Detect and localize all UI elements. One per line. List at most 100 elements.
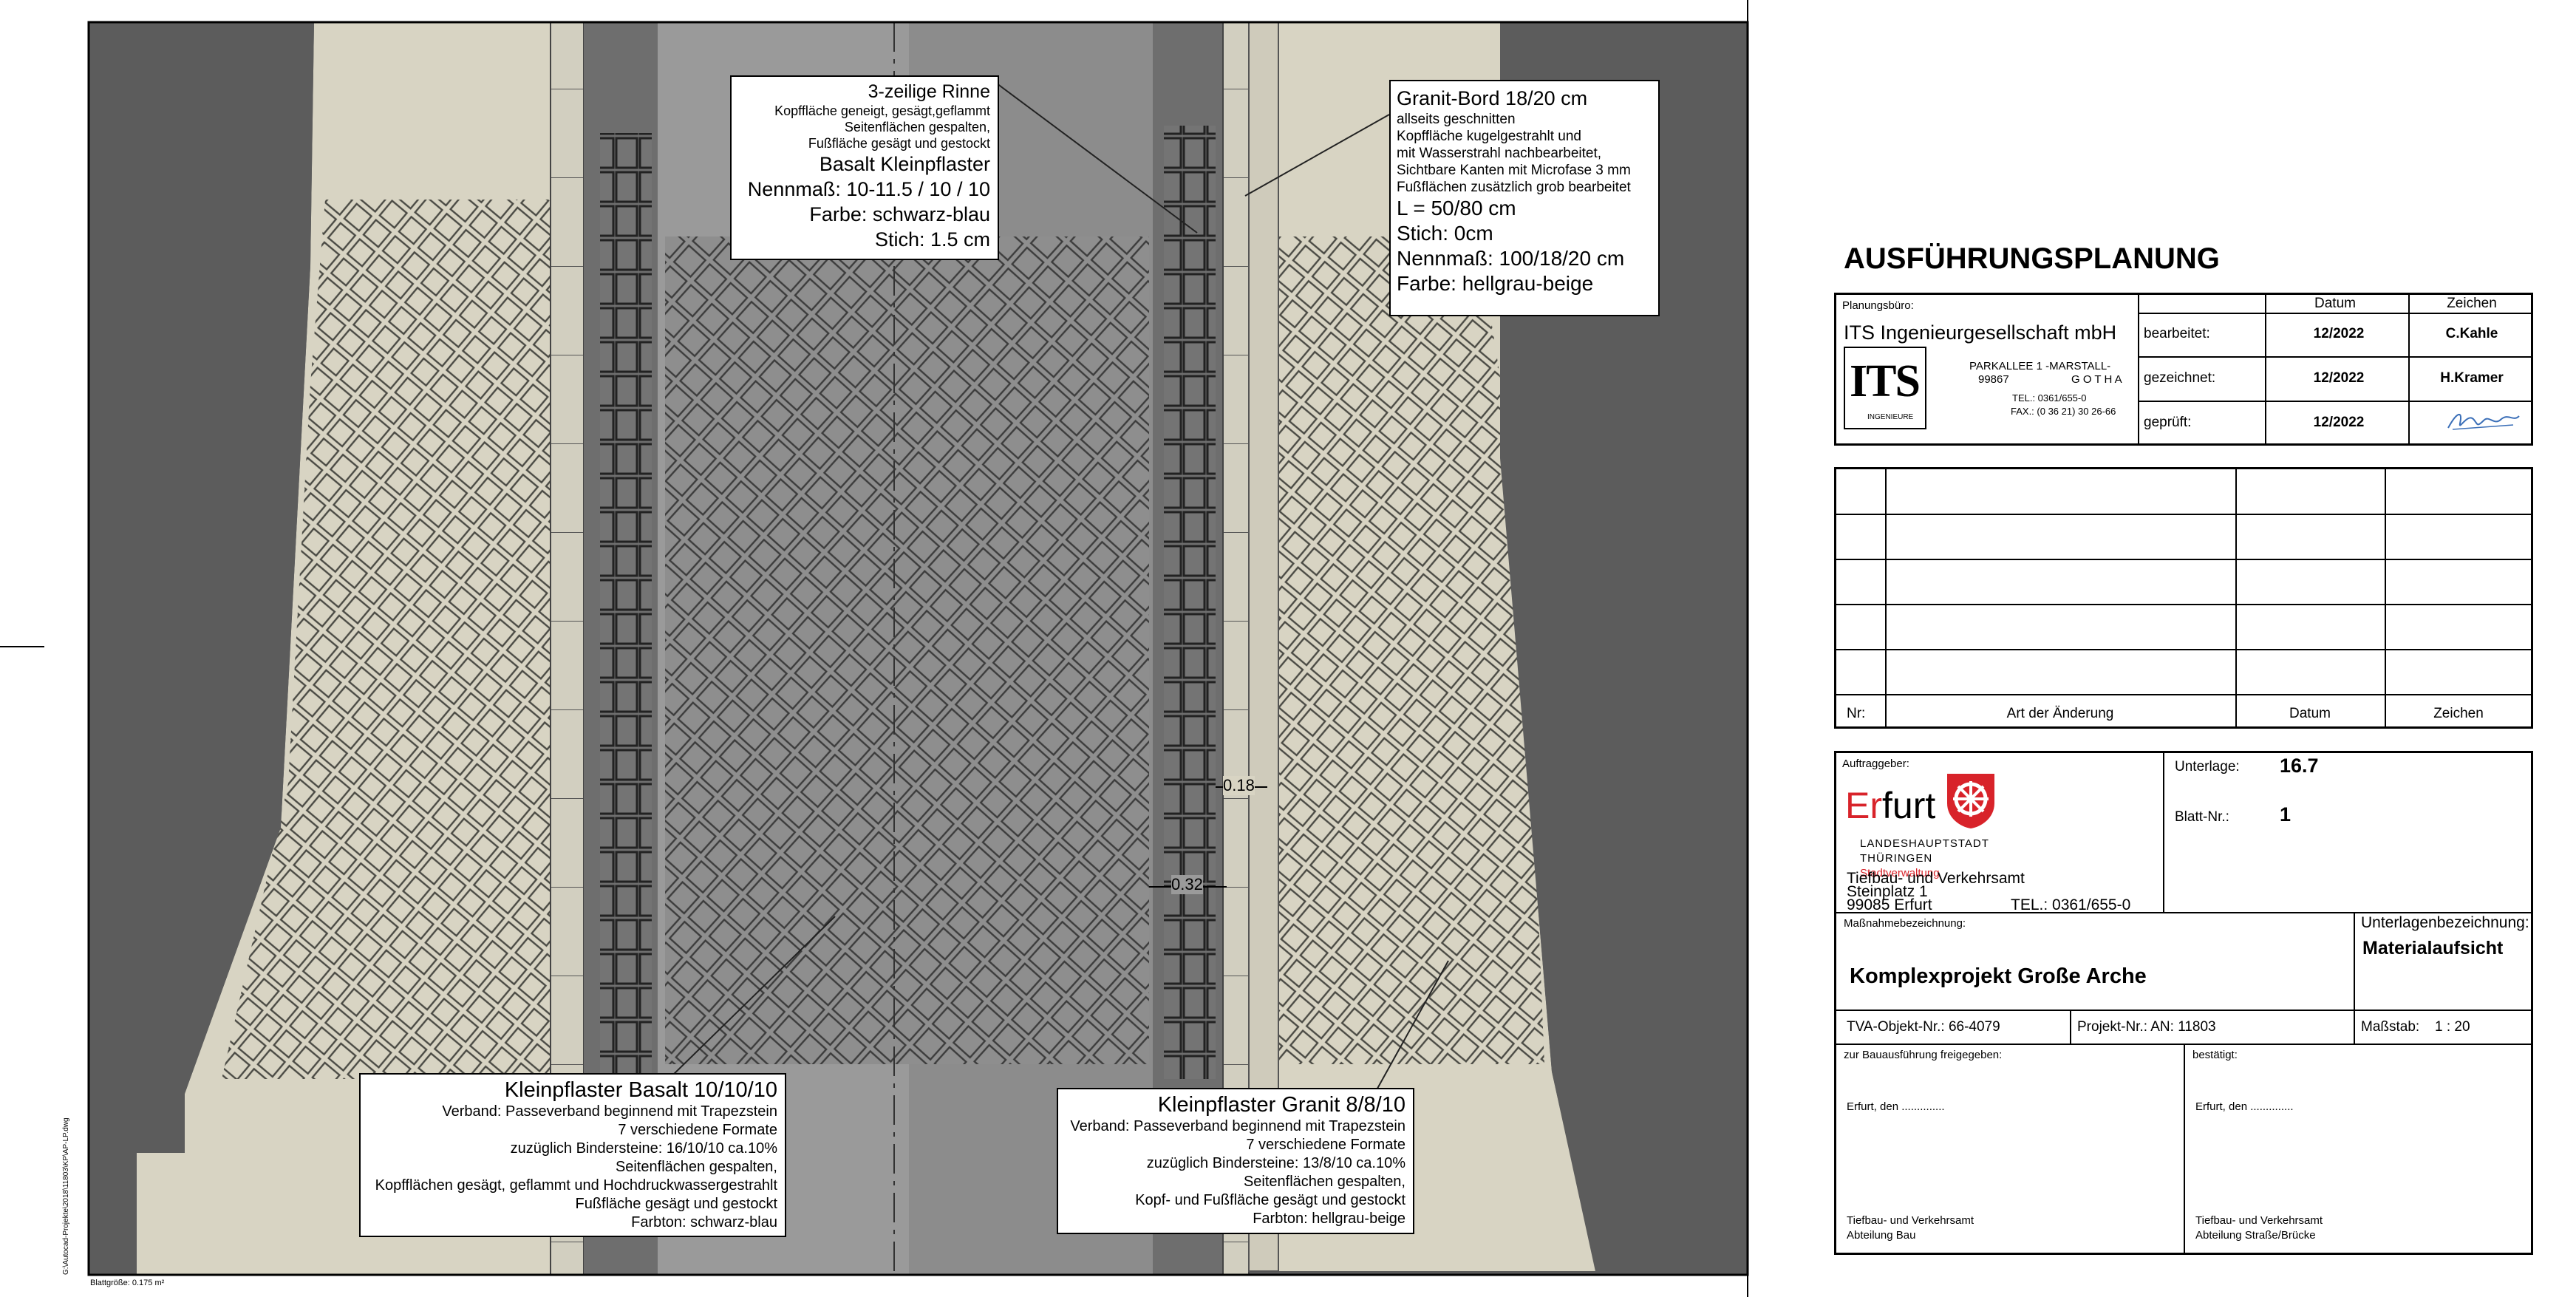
changes-zeichen-header: Zeichen — [2433, 706, 2484, 721]
col-zeichen-header: Zeichen — [2447, 296, 2497, 311]
callout-granit-title: Kleinpflaster Granit 8/8/10 — [1157, 1093, 1405, 1117]
row-label: gezeichnet: — [2144, 370, 2216, 386]
file-path: G:\Autocad-Projekte\2018\11803\KP\AP-LP.… — [62, 1117, 70, 1275]
left-pavers — [222, 200, 562, 1079]
planungsbuero-block: Planungsbüro: ITS Ingenieurgesellschaft … — [1834, 293, 2533, 446]
erfurt-logo: Erfurt LANDESHAUPTSTADT THÜRINGEN Stadtv… — [1844, 771, 2139, 882]
callout-bord-stich: Stich: 0cm — [1397, 222, 1493, 245]
callout-bord-title: Granit-Bord 18/20 cm — [1397, 87, 1588, 109]
callout-basalt-line: zuzüglich Bindersteine: 16/10/10 ca.10% — [510, 1140, 777, 1157]
callout-basalt-line: Verband: Passeverband beginnend mit Trap… — [442, 1103, 777, 1120]
massnahme-value: Komplexprojekt Große Arche — [1850, 964, 2147, 988]
callout-rinne-line: Fußfläche gesägt und gestockt — [808, 136, 990, 151]
callout-granit-line: zuzüglich Bindersteine: 13/8/10 ca.10% — [1146, 1155, 1405, 1171]
row-label: geprüft: — [2144, 415, 2192, 430]
erfurt-den-2: Erfurt, den .............. — [2195, 1100, 2294, 1113]
right-curb — [1222, 21, 1250, 1276]
callout-granit-line: Kopf- und Fußfläche gesägt und gestockt — [1135, 1192, 1405, 1208]
row-datum: 12/2022 — [2313, 370, 2365, 386]
callout-basalt: Kleinpflaster Basalt 10/10/10 Verband: P… — [359, 1073, 786, 1237]
firm-fax: FAX.: (0 36 21) 30 26-66 — [2011, 406, 2116, 417]
massnahme-label: Maßnahmebezeichnung: — [1844, 917, 1966, 930]
unterlagenbez-label: Unterlagenbezeichnung: — [2361, 914, 2529, 931]
amt-street: Steinplatz 1 — [1847, 883, 1928, 900]
callout-basalt-line: 7 verschiedene Formate — [618, 1122, 777, 1138]
signature-icon — [2447, 414, 2520, 430]
massstab-label: Maßstab: — [2361, 1019, 2420, 1035]
sig2-line1: Tiefbau- und Verkehrsamt — [2195, 1214, 2323, 1227]
blatt-label: Blatt-Nr.: — [2175, 809, 2229, 825]
callout-bord-nennmass: Nennmaß: 100/18/20 cm — [1397, 247, 1625, 270]
erfurt-logo-er: Er — [1845, 785, 1882, 826]
tva-objekt: TVA-Objekt-Nr.: 66-4079 — [1847, 1019, 2000, 1035]
callout-rinne-line: Kopffläche geneigt, gesägt,geflammt — [774, 103, 990, 118]
callout-bord-line: Fußflächen zusätzlich grob bearbeitet — [1397, 180, 1631, 195]
row-zeichen: C.Kahle — [2445, 326, 2498, 341]
amt-city: 99085 Erfurt — [1847, 896, 1932, 913]
firm-tel: TEL.: 0361/655-0 — [2012, 392, 2087, 404]
dimension-label-018: 0.18 — [1223, 776, 1255, 795]
blatt-value: 1 — [2280, 803, 2292, 825]
callout-basalt-title: Kleinpflaster Basalt 10/10/10 — [504, 1078, 777, 1102]
col-datum-header: Datum — [2314, 296, 2356, 311]
callout-granit-line: 7 verschiedene Formate — [1246, 1137, 1405, 1153]
callout-basalt-line: Kopfflächen gesägt, geflammt und Hochdru… — [375, 1177, 777, 1194]
bestaetigt-label: bestätigt: — [2192, 1049, 2238, 1061]
unterlage-value: 16.7 — [2280, 755, 2319, 777]
row-datum: 12/2022 — [2313, 415, 2365, 430]
its-logo-sub: INGENIEURE — [1867, 413, 1914, 421]
its-logo-text: ITS — [1850, 356, 1921, 406]
projekt-nr: Projekt-Nr.: AN: 11803 — [2077, 1019, 2216, 1035]
callout-bord-line: allseits geschnitten — [1397, 112, 1516, 127]
callout-bord-line: Kopffläche kugelgestrahlt und — [1397, 129, 1581, 144]
erfurt-logo-furt: furt — [1882, 785, 1936, 826]
callout-rinne-stich: Stich: 1.5 cm — [874, 228, 990, 251]
dimension-label-032: 0.32 — [1171, 875, 1203, 894]
callout-bord-farbe: Farbe: hellgrau-beige — [1397, 272, 1594, 295]
changes-datum-header: Datum — [2289, 706, 2331, 721]
sig2-line2: Abteilung Straße/Brücke — [2195, 1229, 2316, 1242]
firm-address: PARKALLEE 1 -MARSTALL- — [1969, 360, 2111, 372]
client-block: Auftraggeber: Erfurt LANDESHAUPTSTADT TH… — [1834, 751, 2533, 1255]
erfurt-wheel-icon — [1947, 774, 1994, 828]
planungsbuero-label: Planungsbüro: — [1842, 299, 1914, 312]
row-zeichen: H.Kramer — [2440, 370, 2504, 386]
erfurt-sub2: THÜRINGEN — [1860, 852, 1933, 865]
callout-granit: Kleinpflaster Granit 8/8/10 Verband: Pas… — [1057, 1088, 1414, 1234]
callout-rinne-title: 3-zeilige Rinne — [868, 81, 990, 102]
callout-rinne-nennmass: Nennmaß: 10-11.5 / 10 / 10 — [747, 178, 990, 200]
firm-city: G O T H A — [2071, 373, 2122, 386]
changes-art-header: Art der Änderung — [2006, 706, 2114, 721]
sheet-size: Blattgröße: 0.175 m² — [90, 1279, 165, 1287]
amt-name: Tiefbau- und Verkehrsamt — [1847, 870, 2025, 887]
row-label: bearbeitet: — [2144, 326, 2210, 341]
its-logo: ITS INGENIEURE — [1844, 347, 1926, 429]
massstab-value: 1 : 20 — [2435, 1019, 2470, 1035]
callout-basalt-line: Seitenflächen gespalten, — [615, 1159, 777, 1175]
freigegeben-label: zur Bauausführung freigegeben: — [1844, 1049, 2003, 1061]
callout-granit-line: Farbton: hellgrau-beige — [1253, 1211, 1405, 1227]
callout-granit-line: Seitenflächen gespalten, — [1243, 1174, 1405, 1190]
callout-basalt-line: Farbton: schwarz-blau — [631, 1214, 777, 1230]
road-pavers — [665, 236, 1149, 1064]
callout-basalt-line: Fußfläche gesägt und gestockt — [575, 1196, 778, 1212]
callout-bord-line: Sichtbare Kanten mit Microfase 3 mm — [1397, 163, 1631, 178]
changes-nr-header: Nr: — [1847, 706, 1866, 721]
callout-bord-laenge: L = 50/80 cm — [1397, 197, 1516, 219]
callout-rinne-farbe: Farbe: schwarz-blau — [809, 203, 990, 225]
erfurt-sub3: Stadtverwaltung — [1860, 867, 1940, 879]
callout-rinne: 3-zeilige Rinne Kopffläche geneigt, gesä… — [730, 75, 999, 260]
unterlage-label: Unterlage: — [2175, 759, 2240, 775]
callout-bord-line: mit Wasserstrahl nachbearbeitet, — [1397, 146, 1602, 161]
erfurt-den-1: Erfurt, den .............. — [1847, 1100, 1945, 1113]
unterlagenbez-value: Materialaufsicht — [2362, 938, 2504, 959]
callout-rinne-material: Basalt Kleinpflaster — [819, 153, 990, 175]
sig1-line1: Tiefbau- und Verkehrsamt — [1847, 1214, 1974, 1227]
row-datum: 12/2022 — [2313, 326, 2365, 341]
amt-tel: TEL.: 0361/655-0 — [2011, 896, 2131, 913]
sig1-line2: Abteilung Bau — [1847, 1229, 1916, 1242]
callout-bord: Granit-Bord 18/20 cm allseits geschnitte… — [1389, 80, 1660, 316]
firm-name: ITS Ingenieurgesellschaft mbH — [1844, 321, 2117, 344]
title-block: AUSFÜHRUNGSPLANUNG Planungsbüro: ITS Ing… — [1751, 0, 2576, 1297]
firm-plz: 99867 — [1978, 373, 2009, 386]
